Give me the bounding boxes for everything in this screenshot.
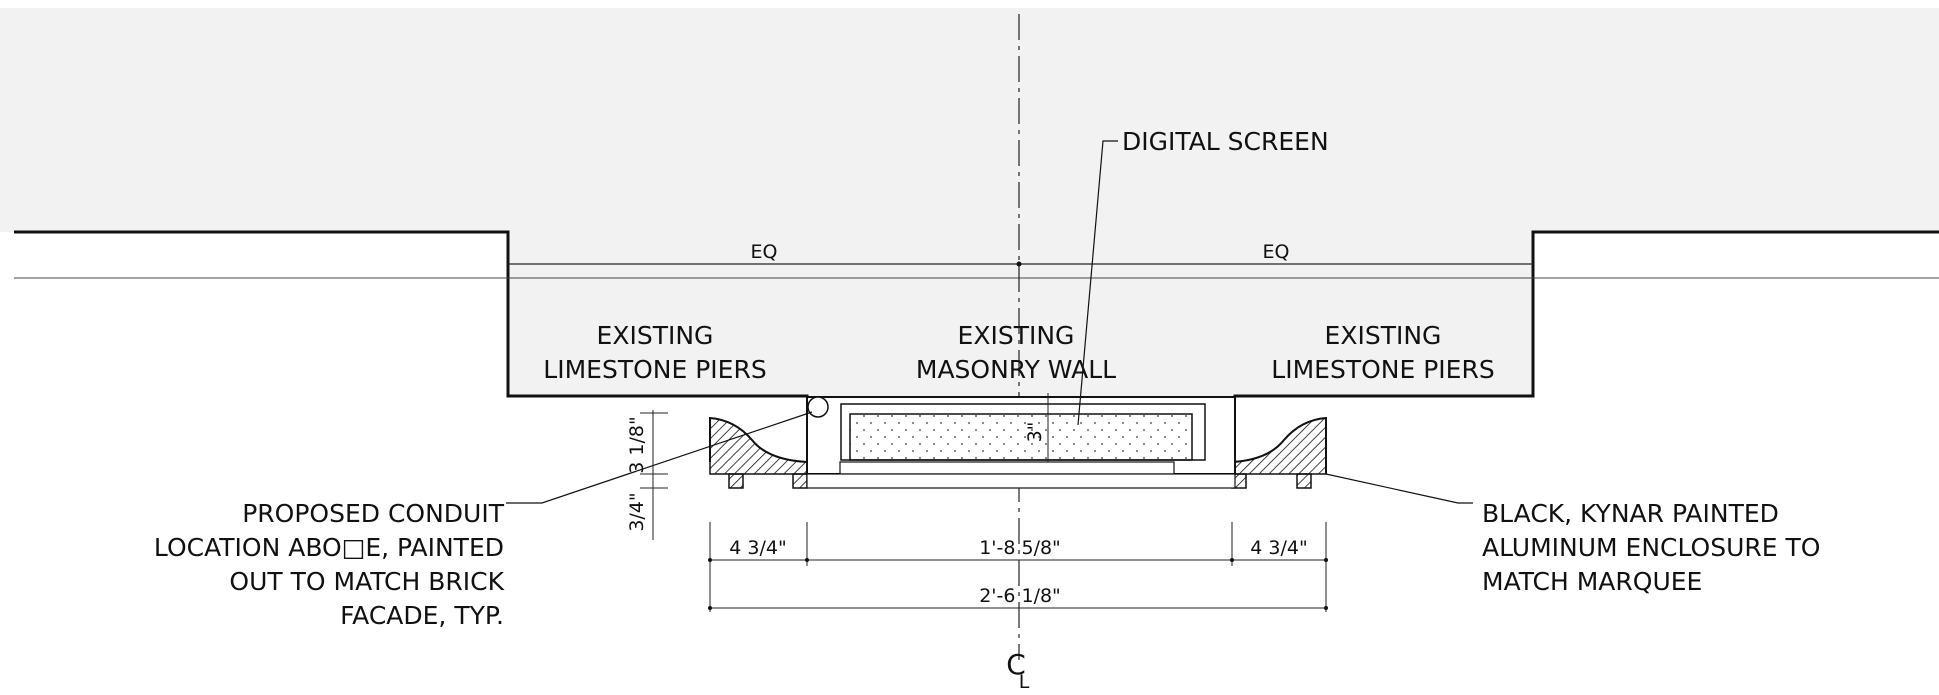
wall-label-line1: EXISTING xyxy=(958,321,1075,350)
enclosure-note-line2: ALUMINUM ENCLOSURE TO xyxy=(1482,533,1820,562)
right-pier-label-line1: EXISTING xyxy=(1325,321,1442,350)
dim-tick-1 xyxy=(708,558,712,562)
right-pier-curve xyxy=(1231,416,1327,474)
digital-screen-label: DIGITAL SCREEN xyxy=(1122,127,1329,156)
eq-center-tick xyxy=(1016,261,1022,267)
conduit-note-line2: LOCATION ABO□E, PAINTED xyxy=(154,533,504,562)
dim-tick-3 xyxy=(1230,558,1234,562)
right-anchor-2 xyxy=(1296,473,1312,489)
conduit-note-line3: OUT TO MATCH BRICK xyxy=(229,567,504,596)
left-anchor-2 xyxy=(792,473,808,489)
conduit-note-line1: PROPOSED CONDUIT xyxy=(242,499,504,528)
enclosure-leader xyxy=(1325,473,1473,504)
conduit-location xyxy=(807,396,829,418)
dim-tick-2 xyxy=(805,558,809,562)
enclosure-note-line3: MATCH MARQUEE xyxy=(1482,567,1702,596)
left-pier-label-line2: LIMESTONE PIERS xyxy=(543,355,766,384)
left-anchor-1 xyxy=(728,473,744,489)
dim-3-1-8-label: 3 1/8" xyxy=(626,416,648,473)
enclosure-bottom-plate xyxy=(806,473,1236,489)
centerline-c: C xyxy=(1006,648,1026,681)
dim-3in-label: 3" xyxy=(1024,422,1046,443)
eq-right-label: EQ xyxy=(1263,241,1290,263)
dim-overall-tick-r xyxy=(1324,606,1328,610)
dim-4-3-4-left-label: 4 3/4" xyxy=(729,537,786,559)
right-pier-label-line2: LIMESTONE PIERS xyxy=(1271,355,1494,384)
dim-overall-label: 2'-6 1/8" xyxy=(979,585,1061,607)
conduit-leader xyxy=(506,411,813,504)
conduit-note-line4: FACADE, TYP. xyxy=(340,601,504,630)
left-pier-label-line1: EXISTING xyxy=(597,321,714,350)
wall-label-line2: MASONRY WALL xyxy=(916,355,1116,384)
left-pier-curve xyxy=(709,416,808,463)
dim-4-3-4-right-label: 4 3/4" xyxy=(1250,537,1307,559)
dim-overall-tick-l xyxy=(708,606,712,610)
digital-screen xyxy=(849,413,1193,461)
dim-3-4-label: 3/4" xyxy=(626,492,648,531)
dim-center-label: 1'-8 5/8" xyxy=(979,537,1061,559)
eq-left-label: EQ xyxy=(751,241,778,263)
digital-screen-leader xyxy=(1077,140,1118,426)
existing-wall-mass xyxy=(0,8,1939,397)
enclosure-base xyxy=(839,461,1175,475)
centerline-l: L xyxy=(1019,671,1030,693)
dim-tick-4 xyxy=(1324,558,1328,562)
enclosure-note-line1: BLACK, KYNAR PAINTED xyxy=(1482,499,1779,528)
